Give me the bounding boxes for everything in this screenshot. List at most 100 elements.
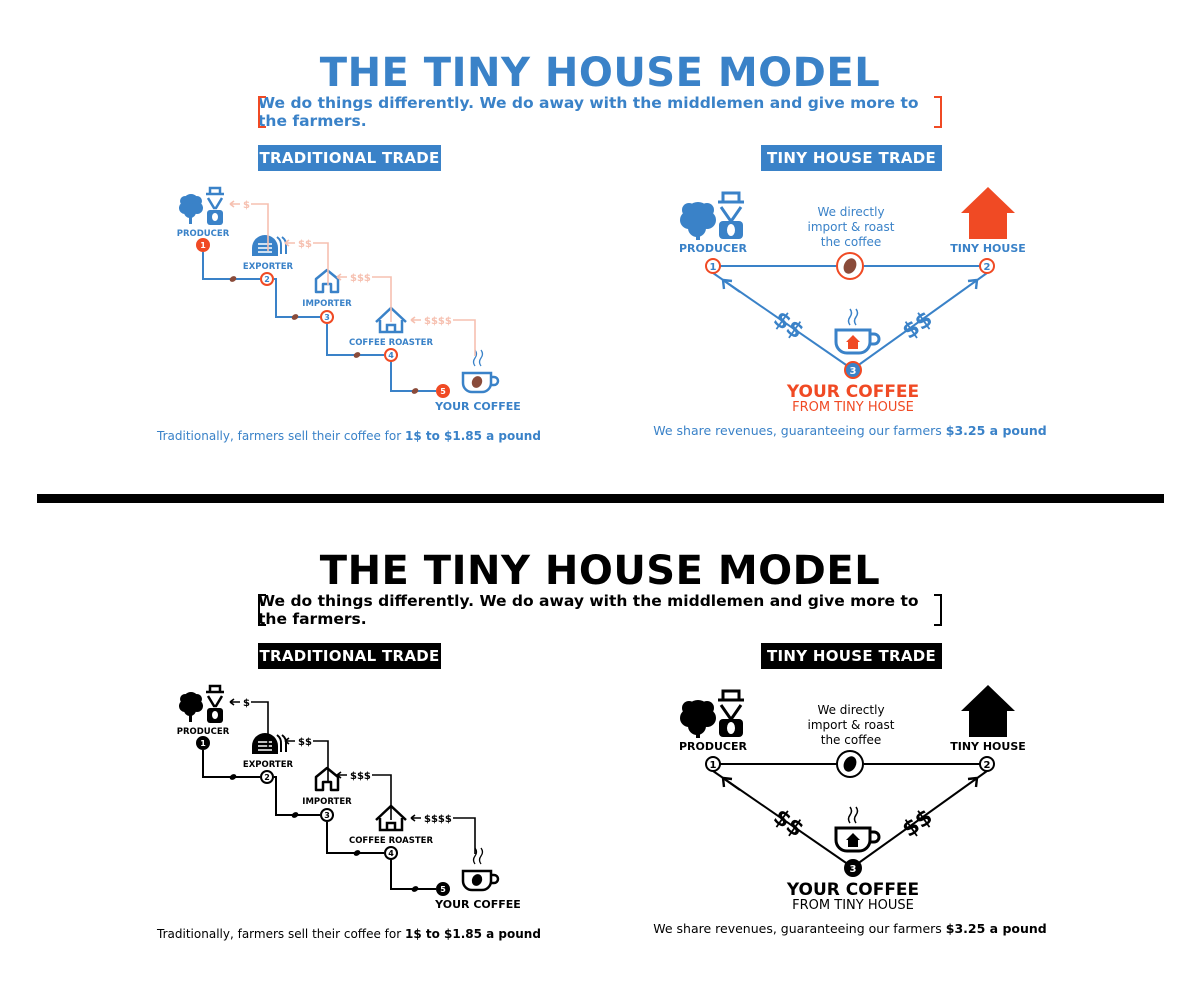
tiny-house-trade-label: TINY HOUSE TRADE xyxy=(761,145,942,171)
coffee-bean-icon xyxy=(229,276,237,282)
traditional-caption: Traditionally, farmers sell their coffee… xyxy=(156,429,541,443)
step-number: 2 xyxy=(264,773,270,782)
page-title: THE TINY HOUSE MODEL xyxy=(319,50,881,96)
coffee-bean-icon xyxy=(727,722,735,734)
tree-icon xyxy=(680,700,716,738)
warehouse-icon xyxy=(252,733,288,754)
producer-label: PRODUCER xyxy=(177,727,230,737)
arrow-line xyxy=(251,203,269,251)
step-number: 4 xyxy=(388,351,394,360)
cup-handle xyxy=(870,332,881,346)
warehouse-line xyxy=(281,734,288,752)
farmer-hat xyxy=(206,186,224,196)
coffee-bean-icon xyxy=(291,314,299,320)
step-number: 1 xyxy=(710,760,717,771)
steam xyxy=(472,847,484,865)
cup-body xyxy=(834,328,872,355)
color-panel: THE TINY HOUSE MODEL We do things differ… xyxy=(0,30,1200,500)
caption-price: $3.25 a pound xyxy=(946,921,1047,936)
arrow-head xyxy=(967,776,979,788)
coffee-roaster-label: COFFEE ROASTER xyxy=(349,338,433,348)
step-number-circle xyxy=(979,756,995,772)
money-return-arrow: $ xyxy=(229,200,269,251)
tree-leaf xyxy=(184,206,196,218)
step-number-circle xyxy=(320,808,334,822)
money-return-arrow: $$ xyxy=(284,737,329,783)
tree-icon xyxy=(179,692,203,722)
importer-label: IMPORTER xyxy=(302,797,352,807)
house-shape xyxy=(961,685,1015,737)
arrow-head xyxy=(284,737,295,745)
warehouse-shape xyxy=(252,733,278,754)
tiny-house-trade-label: TINY HOUSE TRADE xyxy=(761,643,942,669)
tree-leaf xyxy=(688,219,706,237)
tree-icon xyxy=(680,202,716,240)
step-number: 2 xyxy=(984,262,991,273)
warehouse-icon xyxy=(252,235,288,256)
subtitle-text: We do things differently. We do away wit… xyxy=(258,592,919,628)
step-number: 1 xyxy=(200,739,206,748)
money-return-arrow: $$$ xyxy=(336,273,392,322)
importer-label: IMPORTER xyxy=(302,299,352,309)
arrow-line xyxy=(372,276,392,322)
farmer-face xyxy=(719,206,743,222)
note-line: We directly xyxy=(817,703,884,717)
farmer-icon xyxy=(718,689,744,737)
tiny-caption: We share revenues, guaranteeing our farm… xyxy=(653,921,1047,936)
left-bracket xyxy=(258,96,266,128)
your-coffee-title: YOUR COFFEE xyxy=(786,382,919,402)
money-return-arrow: $$ xyxy=(284,239,329,285)
tree-leaf xyxy=(192,196,202,206)
step-number: 1 xyxy=(200,241,206,250)
producer-label: PRODUCER xyxy=(679,242,748,255)
arrow-head xyxy=(284,239,295,247)
tree-leaf xyxy=(682,203,696,217)
step-number-circle xyxy=(844,361,862,379)
step-number-circle xyxy=(705,756,721,772)
revenue-line xyxy=(852,770,988,868)
coffee-bean-icon xyxy=(229,774,237,780)
tree-leaf xyxy=(184,704,196,716)
coffee-cup-icon xyxy=(834,308,881,355)
money-label: $$ xyxy=(298,239,312,250)
step-number: 4 xyxy=(388,849,394,858)
coffee-bean-icon xyxy=(727,224,735,236)
tree-trunk xyxy=(189,214,192,224)
warehouse-shape xyxy=(252,235,278,256)
arrow-head xyxy=(229,698,240,706)
coffee-bean-icon xyxy=(212,711,218,719)
note-line: import & roast xyxy=(808,718,895,732)
coffee-bean-icon xyxy=(843,258,857,274)
step-number-circle xyxy=(196,736,210,750)
money-return-arrow: $$$$ xyxy=(410,316,476,356)
tree-trunk xyxy=(189,712,192,722)
tree-leaf xyxy=(192,694,202,704)
arrow-shaft xyxy=(722,777,741,791)
farmer-hat xyxy=(718,689,744,702)
farmer-icon xyxy=(206,684,224,723)
arrow-head xyxy=(336,273,347,281)
step-number-circle xyxy=(844,859,862,877)
money-label: $ xyxy=(243,200,250,211)
building-icon xyxy=(314,766,340,792)
step-number: 5 xyxy=(440,387,446,396)
building-icon xyxy=(314,268,340,294)
dollar-signs: $$ xyxy=(769,307,808,345)
step-number-circle xyxy=(196,238,210,252)
farmer-face xyxy=(206,197,224,210)
warehouse-line xyxy=(276,734,283,752)
step-number: 3 xyxy=(850,366,857,377)
money-label: $ xyxy=(243,698,250,709)
coffee-bean-icon xyxy=(353,850,361,856)
producer-label: PRODUCER xyxy=(679,740,748,753)
steam xyxy=(847,308,859,326)
tree-leaf xyxy=(700,701,714,715)
left-bracket xyxy=(258,594,266,626)
step-number: 3 xyxy=(324,313,330,322)
tree-leaf xyxy=(180,196,190,206)
farmer-icon xyxy=(206,186,224,225)
tree-leaf xyxy=(700,203,714,217)
house-shape xyxy=(961,187,1015,239)
money-return-arrow: $$$ xyxy=(336,771,392,820)
arrow-head xyxy=(336,771,347,779)
